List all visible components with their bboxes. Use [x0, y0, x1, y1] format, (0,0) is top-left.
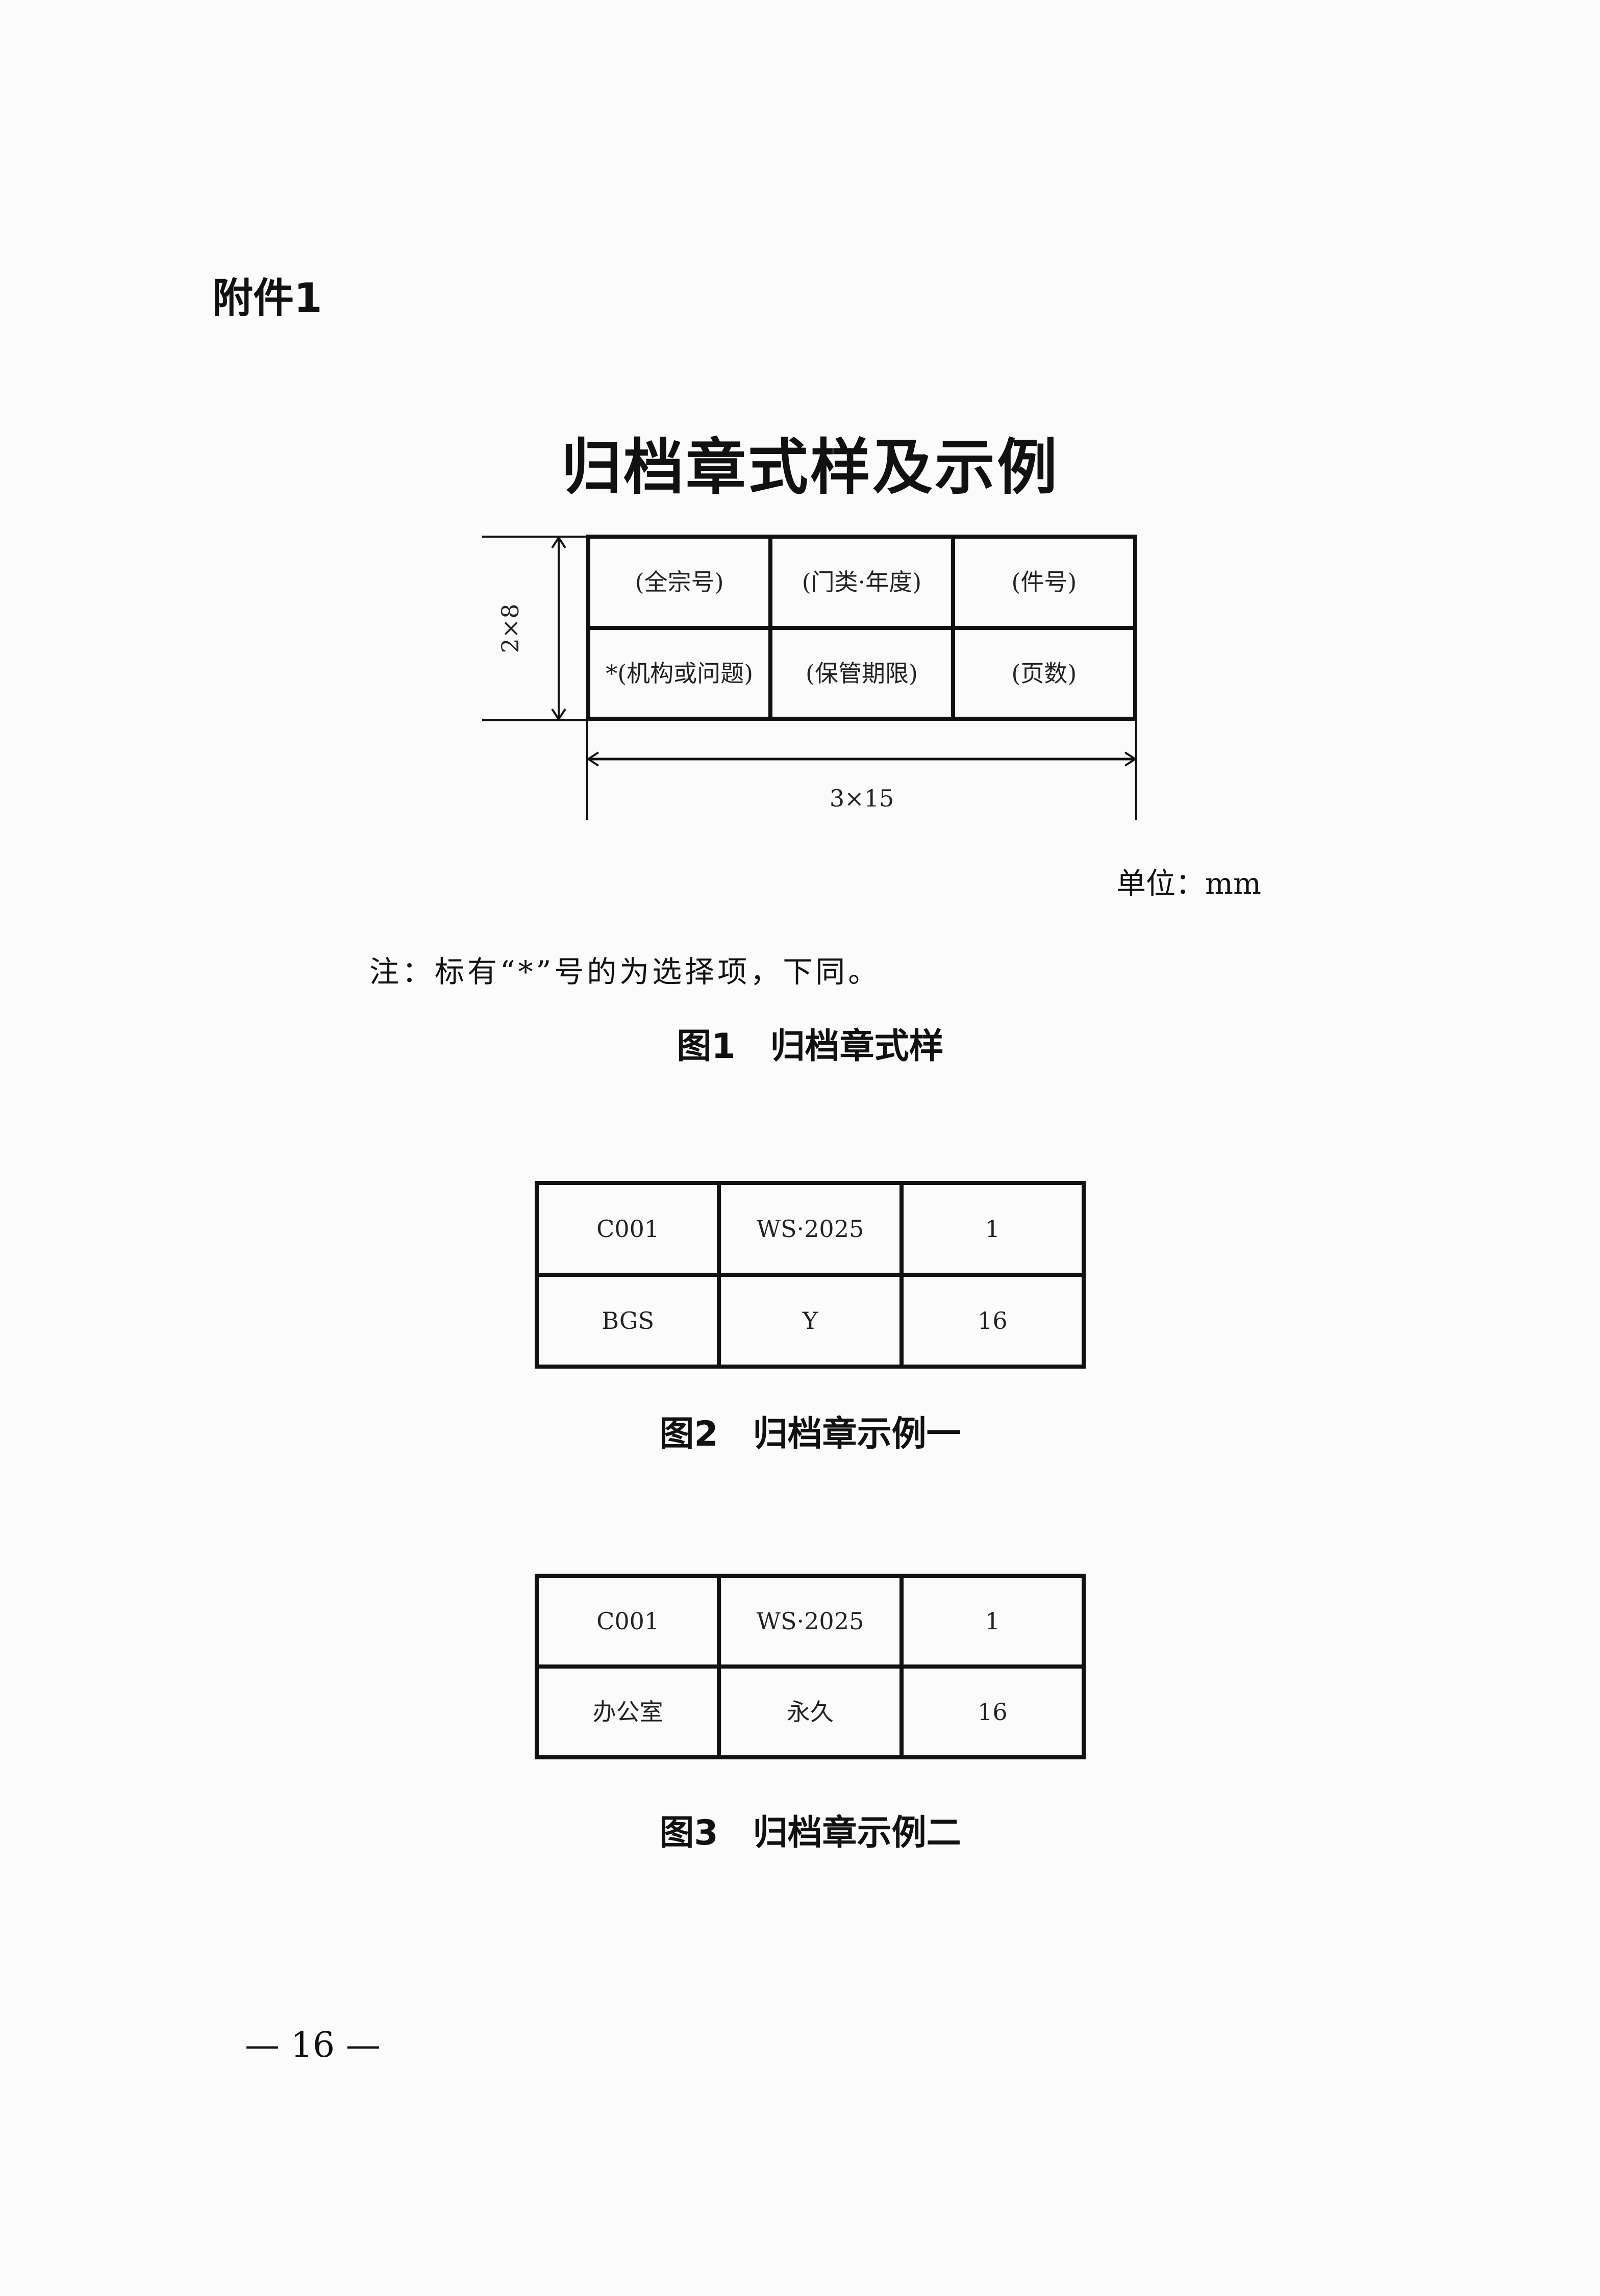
figure-caption: 图2 归档章示例一 [659, 1414, 961, 1454]
table-cell: (门类·年度) [768, 535, 955, 630]
table-row: (全宗号) (门类·年度) (件号) [586, 535, 1138, 630]
dimension-line [482, 719, 587, 721]
table-cell: (全宗号) [586, 535, 773, 630]
table-cell: WS·2025 [717, 1181, 904, 1277]
table-row: *(机构或问题) (保管期限) (页数) [586, 625, 1138, 721]
table-cell: (页数) [951, 625, 1138, 721]
height-dimension-label: 2×8 [496, 603, 524, 653]
page-number: — 16 — [245, 2025, 381, 2065]
dimension-line [1135, 721, 1137, 820]
table-cell: *(机构或问题) [586, 625, 773, 721]
page-title: 归档章式样及示例 [561, 432, 1059, 502]
figure-caption: 图3 归档章示例二 [659, 1813, 961, 1853]
figure-caption: 图1 归档章式样 [677, 1026, 944, 1067]
table-cell: BGS [534, 1273, 721, 1369]
table-cell: 永久 [717, 1664, 904, 1759]
width-arrow-icon [586, 751, 1137, 767]
width-dimension-label: 3×15 [829, 785, 894, 812]
stamp-example-table: C001 WS·2025 1 BGS Y 16 [534, 1181, 1086, 1369]
table-row: 办公室 永久 16 [534, 1664, 1086, 1759]
stamp-template-table: (全宗号) (门类·年度) (件号) *(机构或问题) (保管期限) (页数) [586, 535, 1138, 721]
table-cell: 16 [899, 1664, 1086, 1759]
table-cell: 1 [899, 1574, 1086, 1669]
note-text: 注：标有“*”号的为选择项，下同。 [369, 954, 881, 989]
table-cell: (保管期限) [768, 625, 955, 721]
table-cell: 办公室 [534, 1664, 721, 1759]
stamp-example-table: C001 WS·2025 1 办公室 永久 16 [534, 1574, 1086, 1759]
dimension-line [586, 721, 588, 820]
table-row: BGS Y 16 [534, 1273, 1086, 1369]
table-cell: (件号) [951, 535, 1138, 630]
attachment-label: 附件1 [212, 274, 322, 322]
table-cell: Y [717, 1273, 904, 1369]
table-cell: WS·2025 [717, 1574, 904, 1669]
dimension-line [482, 536, 587, 538]
table-cell: 1 [899, 1181, 1086, 1277]
table-cell: C001 [534, 1181, 721, 1277]
height-arrow-icon [551, 536, 566, 721]
table-row: C001 WS·2025 1 [534, 1181, 1086, 1277]
table-cell: 16 [899, 1273, 1086, 1369]
table-row: C001 WS·2025 1 [534, 1574, 1086, 1669]
unit-label: 单位：mm [1116, 866, 1261, 901]
table-cell: C001 [534, 1574, 721, 1669]
